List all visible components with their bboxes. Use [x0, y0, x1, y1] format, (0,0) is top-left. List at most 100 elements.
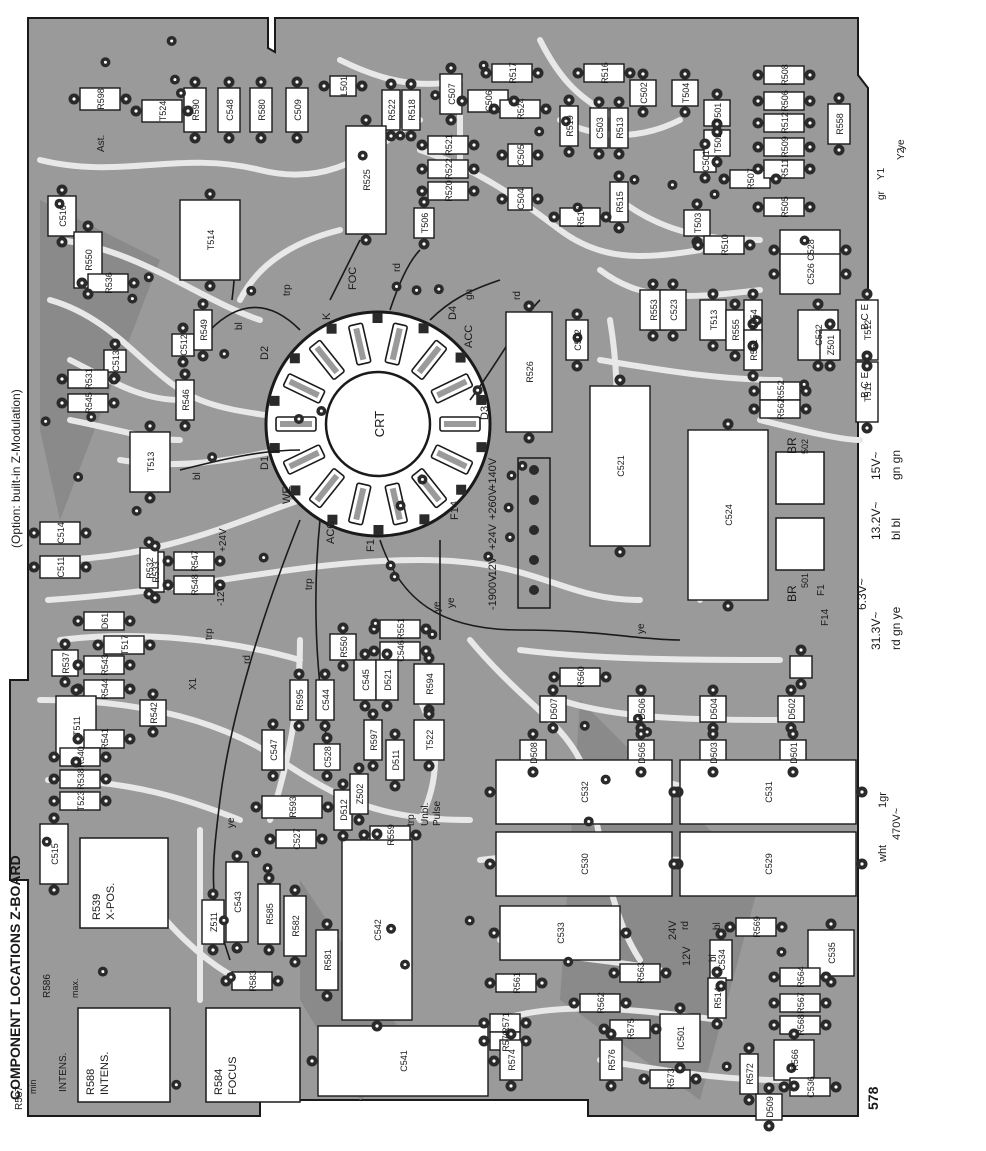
terminal-pad [529, 555, 539, 565]
pad-hole [103, 60, 107, 64]
component-label: D507 [549, 698, 559, 720]
component-body [609, 181, 629, 223]
pad-hole [32, 531, 36, 535]
pad-hole [472, 167, 476, 171]
pad-hole [636, 717, 640, 721]
component-label: D503 [709, 742, 719, 764]
board-number: 578 [865, 1086, 881, 1110]
crt-slot-fill [436, 378, 468, 399]
pad-hole [262, 556, 266, 560]
component-label: C544 [321, 689, 331, 711]
component-label: C504 [516, 188, 526, 210]
component-label: R524 [516, 98, 526, 120]
pad-hole [752, 389, 756, 393]
component-body [261, 795, 323, 819]
wire-color-label: bl [708, 954, 719, 962]
pad-hole [52, 888, 56, 892]
wire-color-label: rd [242, 655, 253, 664]
crt-socket-slot [430, 444, 474, 475]
crt-pin [327, 514, 338, 525]
pad-hole [113, 342, 117, 346]
pad-hole [267, 876, 271, 880]
pad-hole [860, 790, 864, 794]
component-body [103, 635, 145, 655]
component-body [789, 655, 813, 679]
br501-voltage: 13.2V~ [869, 502, 883, 540]
component-label: R563 [636, 962, 646, 984]
wire-color-label: Y2 [896, 147, 907, 160]
pad-hole [808, 73, 812, 77]
pad-hole [357, 818, 361, 822]
wire-color-label: -12V [216, 585, 227, 606]
pad-hole [427, 764, 431, 768]
component-label: T514 [206, 230, 216, 251]
pad-hole [756, 121, 760, 125]
pad-hole [624, 931, 628, 935]
wire-color-label: trp [282, 284, 293, 296]
component-body [139, 699, 167, 727]
component-body [173, 551, 215, 571]
potentiometer-r586: R586 INTENS. max. min R587 [14, 974, 80, 1110]
pad-hole [756, 205, 760, 209]
component-body [679, 831, 857, 897]
pad-hole [468, 919, 472, 923]
pad-hole [508, 535, 512, 539]
crt-pin [476, 394, 487, 405]
r584-func: FOCUS [227, 1057, 239, 1096]
crt-pin-label: D2 [259, 346, 271, 360]
wire [179, 449, 301, 471]
pad-hole [267, 948, 271, 952]
pad-hole [751, 292, 755, 296]
pad-hole [617, 152, 621, 156]
pad-hole [583, 724, 587, 728]
component-label: T506 [420, 213, 430, 234]
crt-pin-label: D3 [479, 406, 491, 420]
pad-hole [293, 960, 297, 964]
pad-hole [715, 92, 719, 96]
component-body [179, 199, 241, 281]
pad-hole [567, 150, 571, 154]
crt-pin [326, 323, 337, 334]
wire-color-label: ye [446, 597, 457, 608]
pad-hole [201, 354, 205, 358]
component-label: R546 [181, 389, 191, 411]
crt-pin-label: FOC [347, 267, 359, 290]
pad-hole [537, 130, 541, 134]
component-label: R520 [444, 180, 454, 202]
component-label: R548 [190, 574, 200, 596]
pad-hole [268, 837, 272, 841]
pad-hole [816, 302, 820, 306]
component-body [413, 719, 445, 761]
component-body [599, 1039, 623, 1081]
pad-hole [695, 202, 699, 206]
pad-hole [722, 177, 726, 181]
pad-hole [325, 736, 329, 740]
component-body [427, 159, 469, 179]
pad-hole [360, 84, 364, 88]
solder-pads [28, 35, 873, 1132]
pcb-trace [237, 227, 343, 303]
pad-hole [575, 364, 579, 368]
pad-hole [767, 1124, 771, 1128]
component-label: R582 [291, 915, 301, 937]
component-label: R541 [100, 728, 110, 750]
component-label: C516 [58, 205, 68, 227]
crt-pin [290, 485, 301, 496]
pad-hole [837, 148, 841, 152]
component-label: C522 [814, 324, 824, 346]
component-body [819, 329, 841, 361]
pad-hole [259, 136, 263, 140]
crt-socket-slot [282, 373, 326, 404]
crt-socket-segments [269, 313, 487, 535]
pad-hole [860, 862, 864, 866]
component-label: Z501 [826, 335, 836, 356]
pad-hole [147, 540, 151, 544]
pad-hole [52, 777, 56, 781]
component-label: T513 [709, 310, 719, 331]
pad-hole [420, 189, 424, 193]
pad-hole [325, 774, 329, 778]
pad-hole [151, 692, 155, 696]
pad-hole [824, 975, 828, 979]
wire-color-label: X1 [188, 677, 199, 690]
